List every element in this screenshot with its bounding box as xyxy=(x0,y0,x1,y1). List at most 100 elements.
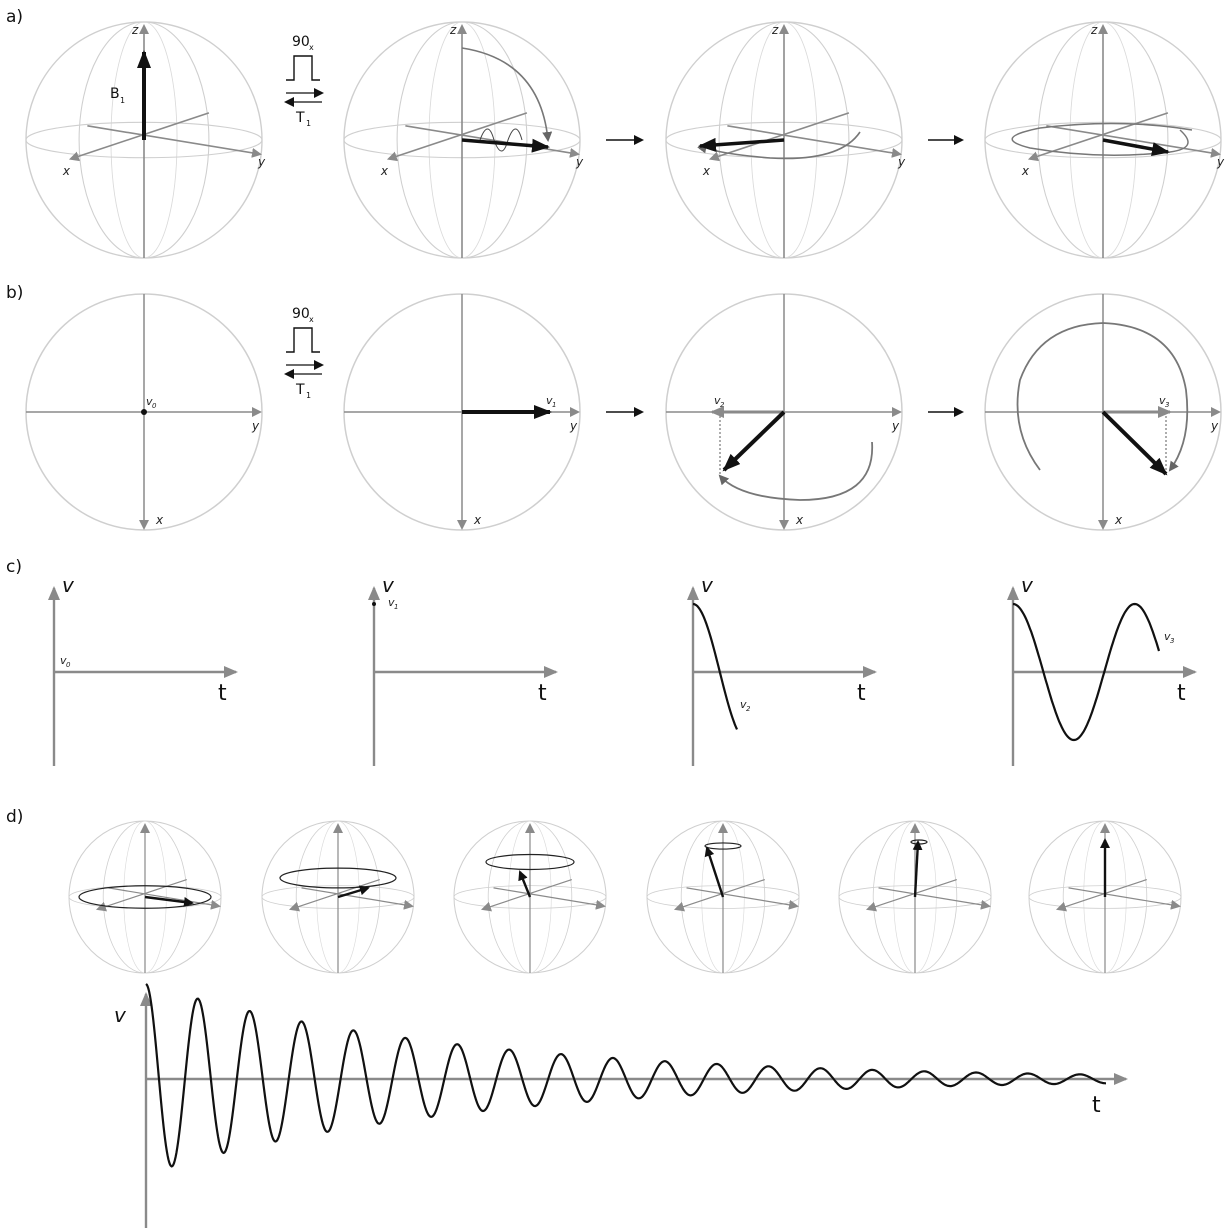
row-b-relax-label-subscript: 1 xyxy=(306,391,311,400)
vector-v3 xyxy=(1101,410,1168,476)
nutation-arc xyxy=(461,47,553,142)
sphere-d-6-y-axis xyxy=(1068,887,1181,910)
sphere-d-2-x-axis xyxy=(288,878,380,912)
sphere-a-1-x-axis xyxy=(68,112,210,162)
v2-signal-label-subscript: 2 xyxy=(746,705,751,713)
v1-signal-label-subscript: 1 xyxy=(394,603,398,611)
signal-t-label: t xyxy=(538,681,547,706)
sphere-d-4-y-axis xyxy=(686,887,799,910)
precession-arc-a4 xyxy=(1011,122,1193,156)
square-pulse-icon xyxy=(286,55,320,81)
precession-ring xyxy=(78,885,212,909)
precession-ring xyxy=(485,853,575,871)
sphere-d-5-x-axis xyxy=(865,878,957,912)
panel-label-d: d) xyxy=(6,807,23,827)
row-b-pulse-label-subscript: x xyxy=(309,315,314,324)
v2-label-text: v xyxy=(714,394,721,407)
sphere-d-4-x-axis xyxy=(673,878,765,912)
row-a-pulse-label-subscript: x xyxy=(309,43,314,52)
v2-signal-label-text: v xyxy=(740,698,747,711)
sphere-a-4-z-label: z xyxy=(1090,23,1098,37)
panel-label-c: c) xyxy=(6,557,22,577)
top-view-x-label: x xyxy=(795,513,804,527)
signal-v-label: v xyxy=(382,573,395,597)
magnetization-vector xyxy=(912,840,923,898)
fid-signal: vt xyxy=(114,983,1128,1228)
v3-label-text: v xyxy=(1159,394,1166,407)
panel-label-a: a) xyxy=(6,7,23,27)
signal-plot-1: vt xyxy=(48,573,238,766)
b1-label-text: B xyxy=(110,86,120,102)
v0-dot xyxy=(141,409,147,415)
square-pulse-icon xyxy=(286,327,320,353)
signal-v-label: v xyxy=(1021,573,1034,597)
sphere-a-2-z-label: z xyxy=(449,23,457,37)
sphere-a-3: zyx xyxy=(665,21,906,259)
sphere-a-2-x-label: x xyxy=(380,164,389,178)
magnetization-vector xyxy=(337,885,370,899)
sphere-a-4-y-axis xyxy=(1046,125,1221,158)
signal-plot-3: vt xyxy=(687,573,877,766)
row-d-spheres xyxy=(68,820,1182,974)
vector-a2 xyxy=(461,138,550,153)
top-view-y-label: y xyxy=(569,419,578,433)
v0-signal-label-subscript: 0 xyxy=(66,661,71,669)
v1-point xyxy=(372,602,376,606)
top-view-y-label: y xyxy=(1210,419,1219,433)
sphere-a-4-y-label: y xyxy=(1216,155,1225,169)
v1-label-text: v xyxy=(546,394,553,407)
top-view-x-label: x xyxy=(473,513,482,527)
sphere-a-2-y-label: y xyxy=(575,155,584,169)
magnetization-vector xyxy=(144,895,194,907)
v1-signal-label-text: v xyxy=(388,596,395,609)
sphere-d-1-y-axis xyxy=(108,887,221,910)
fid-t-label: t xyxy=(1092,1093,1101,1118)
sphere-d-3-x-axis xyxy=(480,878,572,912)
v0-signal-label-text: v xyxy=(60,654,67,667)
sphere-a-4-x-label: x xyxy=(1021,164,1030,178)
sphere-d-3 xyxy=(453,820,607,974)
precession-wave xyxy=(479,128,523,152)
v3-label-subscript: 3 xyxy=(1165,401,1169,409)
sphere-d-6-x-axis xyxy=(1055,878,1147,912)
row-a-pulse-label-text: 90 xyxy=(292,34,310,50)
sphere-a-2-y-axis xyxy=(405,125,580,158)
signal-v-label: v xyxy=(701,573,714,597)
rotation-arc-v3 xyxy=(1016,322,1189,472)
row-a-relax-label-subscript: 1 xyxy=(306,119,311,128)
sphere-d-2-y-axis xyxy=(301,887,414,910)
row-b-relax-label-text: T xyxy=(295,382,305,398)
sphere-a-3-z-label: z xyxy=(771,23,779,37)
sphere-d-5-y-axis xyxy=(878,887,991,910)
precession-ring xyxy=(704,842,742,850)
top-view-y-label: y xyxy=(251,419,260,433)
sphere-d-1-x-axis xyxy=(95,878,187,912)
signal-curve-v3 xyxy=(1012,602,1161,742)
sphere-a-2-x-axis xyxy=(386,112,528,162)
vector-a4 xyxy=(1102,138,1170,156)
row-a-relax-label-text: T xyxy=(295,110,305,126)
sphere-a-1-y-axis xyxy=(87,125,262,158)
signal-t-label: t xyxy=(218,681,227,706)
precession-ring xyxy=(279,867,397,889)
magnetization-vector xyxy=(704,846,725,898)
sphere-a-1-x-label: x xyxy=(62,164,71,178)
v1-label-subscript: 1 xyxy=(552,401,556,409)
top-view-x-label: x xyxy=(155,513,164,527)
v3-signal-label-text: v xyxy=(1164,630,1171,643)
panel-label-b: b) xyxy=(6,283,23,303)
b1-label-subscript: 1 xyxy=(120,96,125,105)
signal-t-label: t xyxy=(857,681,866,706)
row-b-pulse-label-text: 90 xyxy=(292,306,310,322)
sphere-d-4 xyxy=(646,820,800,974)
sphere-a-1-y-label: y xyxy=(257,155,266,169)
fid-curve xyxy=(145,983,1106,1168)
sphere-a-3-y-axis xyxy=(727,125,902,158)
v0-label-subscript: 0 xyxy=(152,402,157,410)
v0-label-text: v xyxy=(146,395,153,408)
signal-t-label: t xyxy=(1177,681,1186,706)
